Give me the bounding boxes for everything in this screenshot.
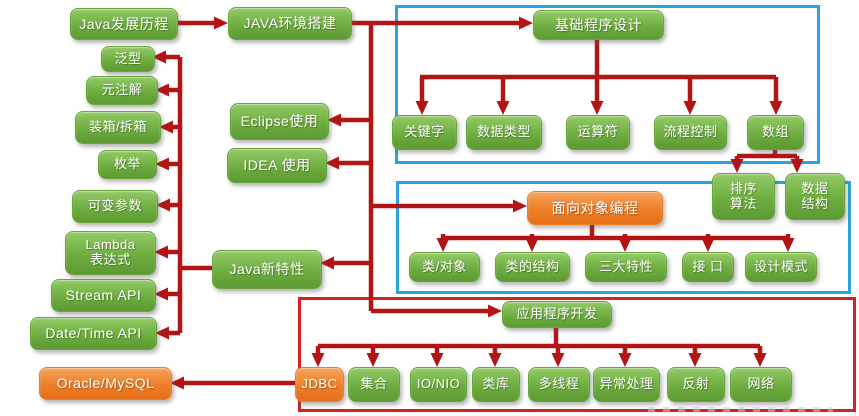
node-three-features: 三大特性 bbox=[585, 252, 667, 282]
node-arrays: 数组 bbox=[747, 115, 804, 150]
node-env-setup: JAVA环境搭建 bbox=[228, 7, 352, 40]
node-jdbc: JDBC bbox=[295, 367, 344, 402]
node-interface: 接 口 bbox=[682, 252, 734, 282]
node-new-features: Java新特性 bbox=[212, 250, 322, 289]
node-collections: 集合 bbox=[348, 367, 400, 402]
watermark bbox=[648, 407, 833, 413]
node-reflection: 反射 bbox=[667, 367, 725, 402]
node-network: 网络 bbox=[730, 367, 792, 402]
node-generics: 泛型 bbox=[101, 46, 155, 72]
node-io-nio: IO/NIO bbox=[410, 367, 467, 402]
node-data-types: 数据类型 bbox=[466, 115, 542, 150]
node-varargs: 可变参数 bbox=[72, 190, 158, 223]
node-multithread: 多线程 bbox=[528, 367, 590, 402]
connector-lines bbox=[152, 16, 804, 390]
node-oop: 面向对象编程 bbox=[527, 191, 663, 225]
node-basic-design: 基础程序设计 bbox=[533, 10, 664, 40]
node-stream-api: Stream API bbox=[51, 279, 156, 312]
node-keywords: 关键字 bbox=[392, 115, 457, 150]
node-exception-handling: 异常处理 bbox=[593, 367, 660, 402]
node-meta-annotation: 元注解 bbox=[86, 76, 158, 105]
node-design-patterns: 设计模式 bbox=[745, 252, 817, 282]
node-data-struct: 数据 结构 bbox=[785, 173, 845, 220]
node-class-object: 类/对象 bbox=[409, 252, 480, 282]
node-sort-algo: 排序 算法 bbox=[712, 173, 775, 220]
node-idea: IDEA 使用 bbox=[227, 148, 327, 183]
node-lambda: Lambda 表达式 bbox=[65, 231, 156, 275]
node-class-structure: 类的结构 bbox=[495, 252, 570, 282]
node-enumeration: 枚举 bbox=[98, 150, 157, 179]
node-datetime-api: Date/Time API bbox=[30, 317, 157, 350]
node-eclipse: Eclipse使用 bbox=[230, 103, 329, 140]
node-app-dev: 应用程序开发 bbox=[502, 301, 612, 328]
node-java-history: Java发展历程 bbox=[70, 8, 178, 40]
node-boxing: 装箱/拆箱 bbox=[75, 111, 161, 144]
node-flow-control: 流程控制 bbox=[654, 115, 727, 150]
node-oracle-mysql: Oracle/MySQL bbox=[39, 367, 172, 400]
node-class-lib: 类库 bbox=[472, 367, 520, 402]
node-operators: 运算符 bbox=[566, 115, 630, 150]
